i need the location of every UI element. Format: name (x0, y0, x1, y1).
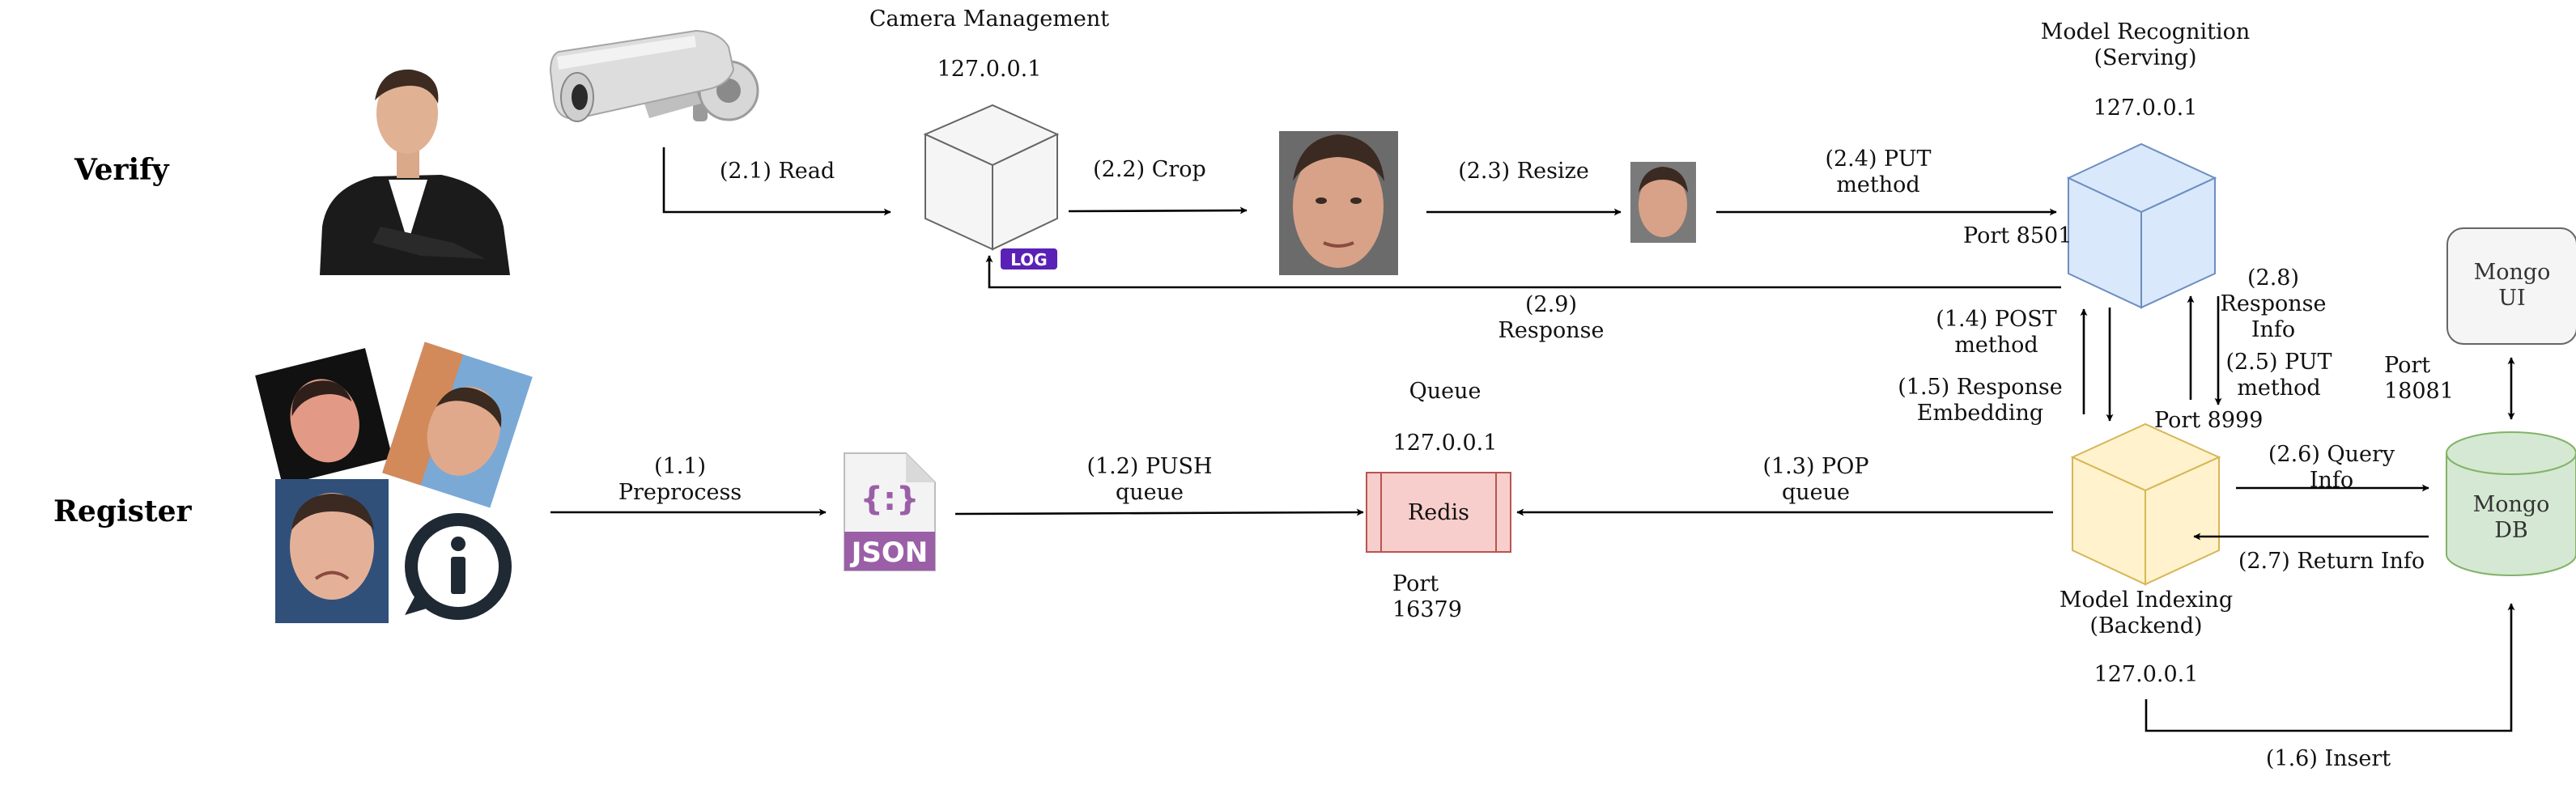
model-recognition-cube (2066, 142, 2217, 309)
step-1-2-sublabel: queue (1116, 480, 1184, 505)
step-1-3-sublabel: queue (1782, 480, 1850, 505)
step-1-3-label: (1.3) POP (1762, 454, 1868, 479)
step-2-4-label: (2.4) PUT (1825, 146, 1931, 172)
arrow-response (985, 255, 2061, 289)
step-2-7-label: (2.7) Return Info (2238, 549, 2425, 574)
mongo-db-cylinder: Mongo DB (2446, 431, 2576, 576)
svg-text:UI: UI (2498, 286, 2525, 311)
step-2-8-sublabel-2: Info (2251, 317, 2295, 342)
arrow-read (662, 147, 891, 216)
svg-text:JSON: JSON (850, 537, 929, 569)
resized-face-image (1630, 162, 1696, 243)
svg-text:Mongo: Mongo (2473, 492, 2550, 517)
queue-title: Queue (1409, 379, 1481, 404)
step-1-2-label: (1.2) PUSH (1086, 454, 1212, 479)
step-2-4-sublabel: method (1836, 172, 1919, 197)
step-2-6-sublabel: Info (2310, 468, 2353, 493)
camera-management-ip: 127.0.0.1 (937, 57, 1042, 82)
queue-ip: 127.0.0.1 (1393, 431, 1498, 456)
model-indexing-subtitle: (Backend) (2089, 613, 2202, 639)
step-2-9-sublabel: Response (1498, 318, 1605, 343)
step-1-1-sublabel: Preprocess (618, 480, 742, 505)
model-indexing-cube (2070, 422, 2221, 586)
step-1-4-label: (1.4) POST (1936, 307, 2056, 332)
person-collage-image (255, 342, 533, 623)
step-1-6-label: (1.6) Insert (2266, 746, 2391, 771)
log-badge: LOG (1001, 248, 1057, 269)
svg-text:DB: DB (2494, 518, 2528, 543)
person-photo-icon (320, 69, 510, 275)
svg-text:Mongo: Mongo (2474, 260, 2551, 285)
model-indexing-title: Model Indexing (2060, 588, 2233, 613)
redis-queue-box: Redis (1366, 472, 1511, 553)
model-indexing-port: Port 8999 (2154, 408, 2263, 433)
json-file-icon: {:} JSON (844, 452, 936, 571)
security-camera-icon (549, 29, 759, 122)
arrow-push-queue (954, 508, 1364, 516)
step-2-5-label: (2.5) PUT (2225, 350, 2332, 375)
step-1-5-label: (1.5) Response (1898, 375, 2063, 400)
step-1-5-sublabel: Embedding (1917, 401, 2043, 426)
svg-text:Redis: Redis (1408, 500, 1469, 525)
model-recognition-subtitle: (Serving) (2094, 45, 2196, 70)
redis-port-number: 16379 (1392, 597, 1462, 622)
model-recognition-title: Model Recognition (2041, 19, 2251, 45)
camera-management-title: Camera Management (869, 6, 1109, 32)
face-crop-image (1279, 131, 1398, 275)
mongo-ui-port-number: 18081 (2384, 379, 2454, 404)
step-2-8-label: (2.8) (2247, 265, 2299, 291)
svg-text:LOG: LOG (1010, 250, 1047, 269)
step-2-2-label: (2.2) Crop (1093, 157, 1206, 182)
register-row-title: Register (53, 494, 192, 528)
step-2-6-label: (2.6) Query (2268, 442, 2395, 467)
verify-row-title: Verify (74, 153, 170, 187)
arrow-insert (2145, 603, 2515, 732)
svg-text:{:}: {:} (861, 481, 920, 518)
redis-port-label: Port (1392, 571, 1439, 596)
step-2-9-label: (2.9) (1525, 292, 1577, 317)
step-2-3-label: (2.3) Resize (1458, 159, 1589, 184)
mongo-ui-port-label: Port (2384, 353, 2430, 378)
step-2-8-sublabel: Response (2221, 291, 2327, 316)
model-indexing-ip: 127.0.0.1 (2094, 662, 2199, 687)
step-2-1-label: (2.1) Read (720, 159, 835, 184)
step-1-1-label: (1.1) (654, 454, 706, 479)
arrow-crop (1068, 206, 1248, 214)
step-1-4-sublabel: method (1954, 333, 2038, 358)
info-speech-icon (405, 513, 512, 620)
model-recognition-port: Port 8501 (1963, 223, 2072, 248)
step-2-5-sublabel: method (2237, 376, 2320, 401)
camera-management-cube (923, 104, 1060, 251)
flow-arrows (550, 147, 2515, 732)
mongo-ui-box: Mongo UI (2446, 227, 2576, 345)
model-recognition-ip: 127.0.0.1 (2094, 95, 2198, 121)
